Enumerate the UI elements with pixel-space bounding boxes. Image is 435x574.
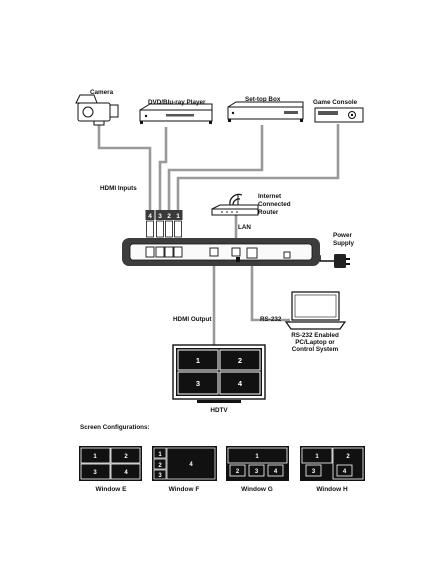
tv-window-4: 4 <box>238 379 243 388</box>
window-g-1: 1 <box>255 454 259 460</box>
window-h-diagram <box>300 446 365 481</box>
tv-window-1: 1 <box>196 356 200 365</box>
window-e-2: 2 <box>124 454 128 460</box>
power-supply-label-line2: Supply <box>333 240 354 247</box>
camera-label: Camera <box>90 89 114 96</box>
window-f-1: 1 <box>158 452 162 458</box>
input-port-4: 4 <box>148 213 152 220</box>
window-h-4: 4 <box>343 469 347 475</box>
power-supply-icon <box>334 254 350 268</box>
cable-console <box>176 124 340 210</box>
cable-camera <box>97 125 152 210</box>
screen-configurations-title: Screen Configurations: <box>80 424 150 431</box>
cable-dvd <box>158 127 168 210</box>
laptop-icon <box>284 291 347 330</box>
window-e-3: 3 <box>93 470 97 476</box>
router-label-line3: Router <box>258 209 279 216</box>
window-f-3: 3 <box>158 473 162 479</box>
tv-window-3: 3 <box>196 379 200 388</box>
window-h-1: 1 <box>315 454 319 460</box>
window-e-diagram <box>79 446 142 481</box>
window-g-3: 3 <box>255 469 259 475</box>
window-h-2: 2 <box>346 454 350 460</box>
cable-settop <box>167 125 264 210</box>
hdtv-icon <box>172 344 266 403</box>
hdmi-input-connectors <box>146 220 182 238</box>
hdtv-label: HDTV <box>210 407 228 414</box>
router-label-line2: Connected <box>258 201 291 208</box>
window-f-2: 2 <box>158 463 162 469</box>
window-g-diagram <box>226 446 289 481</box>
window-f-4: 4 <box>189 462 193 468</box>
hdmi-output-label: HDMI Output <box>173 316 212 323</box>
window-g-caption: Window G <box>241 486 273 493</box>
set-top-box-icon <box>227 101 304 122</box>
cable-rs232 <box>250 262 290 322</box>
pc-label-line3: Control System <box>292 346 339 353</box>
window-h-3: 3 <box>312 469 316 475</box>
camera-icon <box>75 94 119 126</box>
window-e-4: 4 <box>124 470 128 476</box>
input-port-2: 2 <box>167 213 171 220</box>
router-icon <box>211 193 259 216</box>
tv-window-2: 2 <box>238 356 242 365</box>
window-g-4: 4 <box>274 469 278 475</box>
window-g-2: 2 <box>236 469 240 475</box>
lan-label: LAN <box>238 224 251 231</box>
pc-label-line2: PC/Laptop or <box>295 339 335 346</box>
input-port-3: 3 <box>158 213 162 220</box>
window-e-caption: Window E <box>96 486 128 493</box>
power-supply-label-line1: Power <box>333 232 352 239</box>
set-top-box-label: Set-top Box <box>245 96 281 103</box>
rs232-label: RS-232 <box>260 316 282 323</box>
multiviewer-unit <box>122 238 320 266</box>
input-port-labels: 4 3 2 1 <box>145 210 183 220</box>
window-f-diagram <box>152 446 217 481</box>
hdmi-inputs-label: HDMI Inputs <box>100 185 137 192</box>
input-port-1: 1 <box>176 213 180 220</box>
router-label-line1: Internet <box>258 193 282 200</box>
window-f-caption: Window F <box>169 486 200 493</box>
dvd-player-icon <box>139 103 213 124</box>
dvd-label: DVD/Blu-ray Player <box>148 99 206 106</box>
window-e-1: 1 <box>93 454 97 460</box>
pc-label-line1: RS-232 Enabled <box>291 332 339 339</box>
window-h-caption: Window H <box>316 486 348 493</box>
cables <box>97 124 340 345</box>
game-console-label: Game Console <box>313 99 358 106</box>
game-console-icon <box>314 107 364 123</box>
